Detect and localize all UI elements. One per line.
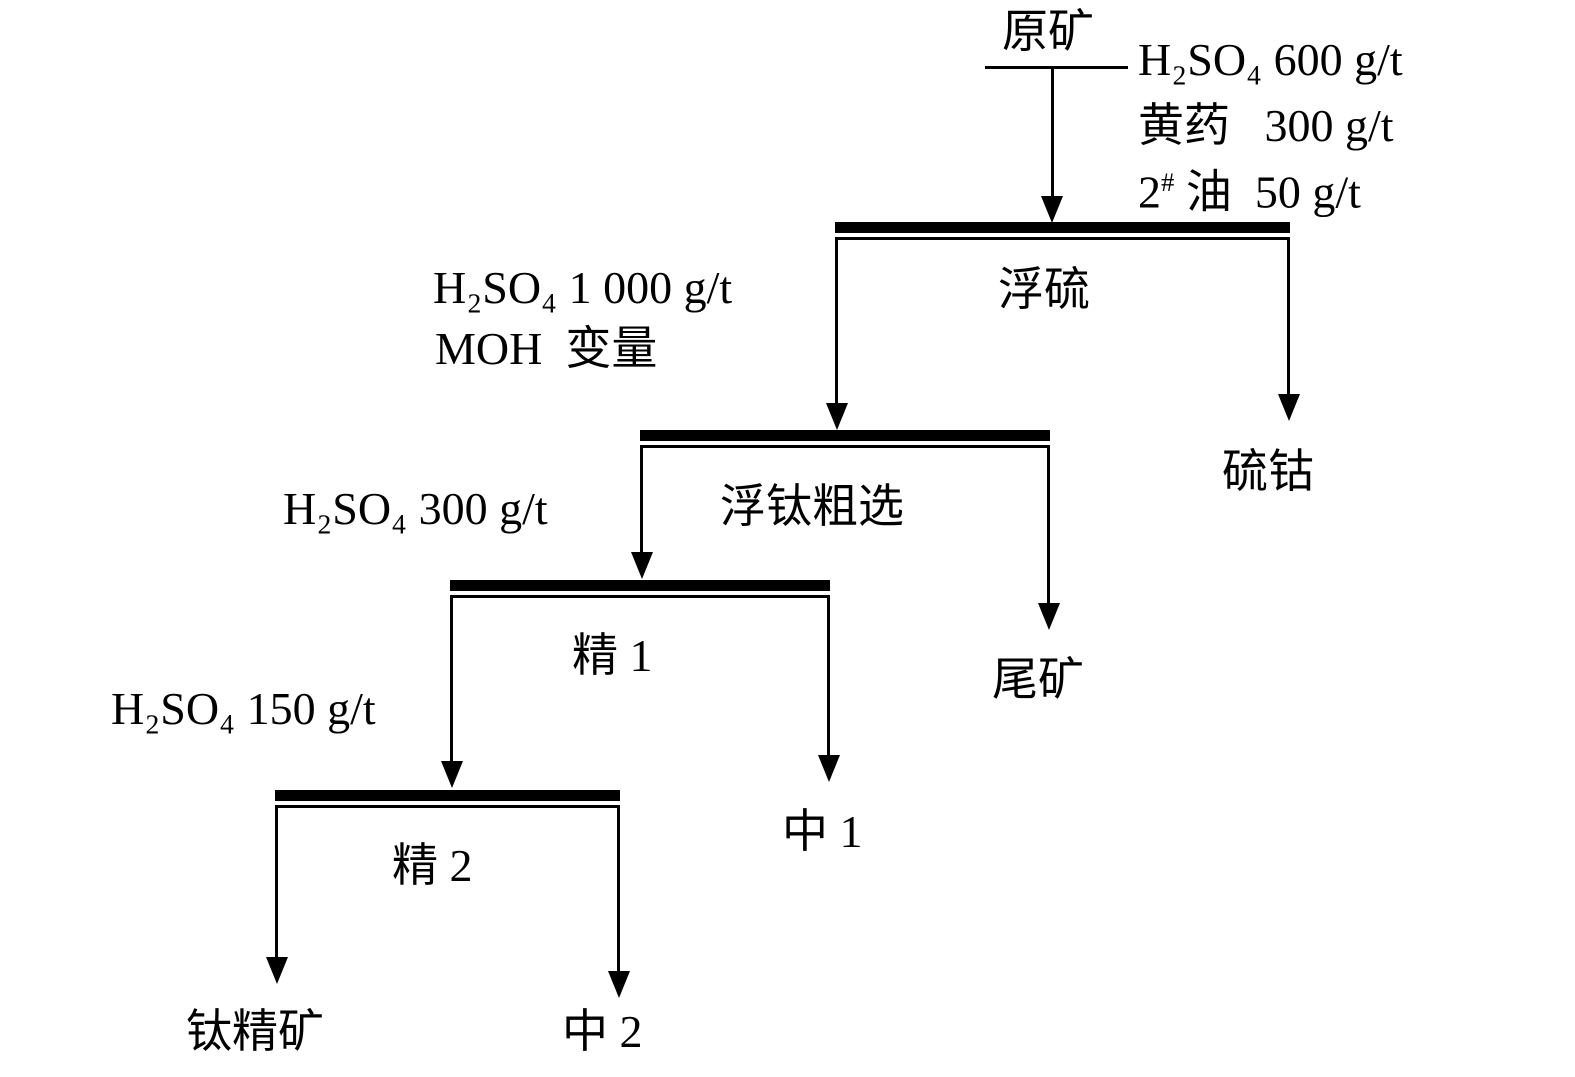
stage3-right-line [827,597,830,757]
product-middlings-1: 中 1 [782,806,863,857]
stage4-left-line [275,807,278,959]
cell-bar-stage2 [640,430,1050,448]
arrowhead-icon [608,971,630,998]
feed-arrow-line [1051,66,1054,198]
stage2-reagent-2: MOH 变量 [435,323,658,374]
stage2-left-line [640,447,643,554]
stage3-label: 精 1 [572,630,653,681]
arrowhead-icon [818,755,840,782]
arrowhead-icon [826,403,848,430]
stage4-reagent-1: H₂SO₄ 150 g/t [111,683,376,734]
feed-reagent-3-rest: 油 50 g/t [1174,166,1361,218]
product-tailings: 尾矿 [992,654,1084,705]
feed-underline [985,66,1128,69]
arrowhead-icon [1278,394,1300,421]
feed-reagent-3: 2# 油 50 g/t [1138,168,1361,217]
product-middlings-2: 中 2 [562,1006,643,1057]
feed-reagent-2: 黄药 300 g/t [1138,100,1394,151]
product-sulfur-cobalt: 硫钴 [1222,446,1314,497]
stage4-right-line [617,807,620,973]
stage3-reagent-1: H₂SO₄ 300 g/t [283,483,548,534]
stage1-left-line [835,238,838,404]
stage3-left-line [450,597,453,762]
feed-label: 原矿 [1002,6,1094,57]
arrowhead-icon [1041,196,1063,223]
stage1-label: 浮硫 [998,264,1090,315]
product-titanium-concentrate: 钛精矿 [186,1006,324,1057]
arrowhead-icon [631,552,653,579]
arrowhead-icon [441,761,463,788]
stage2-label: 浮钛粗选 [720,481,904,532]
stage4-label: 精 2 [392,840,473,891]
stage1-right-line [1287,238,1290,396]
cell-bar-stage1 [835,222,1290,240]
feed-reagent-1: H₂SO₄ 600 g/t [1138,34,1403,85]
stage2-right-line [1047,447,1050,605]
arrowhead-icon [266,957,288,984]
feed-reagent-3-sup: # [1161,167,1175,197]
cell-bar-stage4 [275,790,620,808]
cell-bar-stage3 [450,580,830,598]
stage2-reagent-1: H₂SO₄ 1 000 g/t [433,262,733,313]
arrowhead-icon [1038,603,1060,630]
feed-reagent-3-base: 2 [1138,166,1161,218]
